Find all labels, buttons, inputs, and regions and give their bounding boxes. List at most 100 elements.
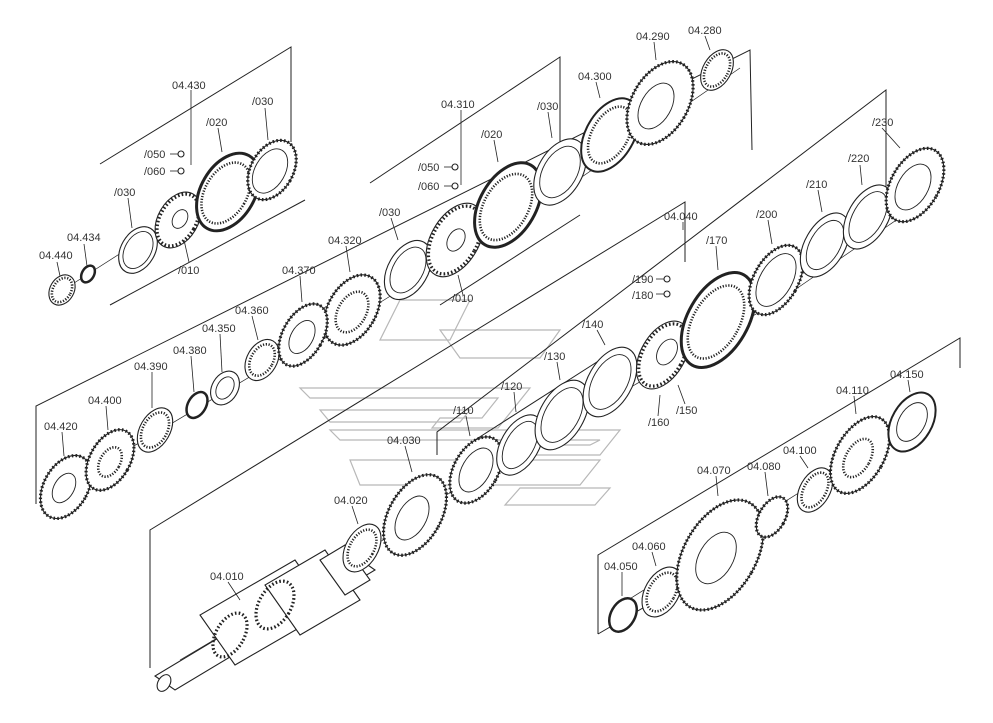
part-04100-bearing	[796, 467, 834, 513]
label-04040-150: /150	[676, 405, 697, 417]
label-04434: 04.434	[67, 232, 101, 244]
label-04310-060: /060	[418, 181, 439, 193]
label-04310-030b: /030	[379, 207, 400, 219]
part-04390-bearing	[136, 407, 174, 453]
part-04370-gear	[277, 302, 329, 368]
label-04020: 04.020	[334, 495, 368, 507]
label-04150: 04.150	[890, 369, 924, 381]
part-04360-bearing	[244, 338, 280, 382]
label-04010: 04.010	[210, 571, 244, 583]
label-04070: 04.070	[697, 465, 731, 477]
part-04280-bearing	[700, 49, 734, 91]
group-outline-lower-left	[149, 201, 686, 668]
group-outline-left	[35, 49, 753, 504]
group-outline-lower-right	[597, 337, 961, 634]
part-04350-spacer	[210, 370, 240, 406]
part-04040-220-ring	[842, 184, 894, 250]
part-04310-030-ring	[383, 239, 433, 301]
label-04390: 04.390	[134, 361, 168, 373]
label-04040-140: /140	[582, 319, 603, 331]
part-04430-030b-ring	[246, 138, 298, 202]
part-04040-200-ring	[747, 243, 805, 317]
group-outline-04040	[436, 88, 887, 455]
group-outline-04310	[369, 56, 561, 184]
part-04040-120-ring	[496, 414, 544, 476]
label-04040-120: /120	[501, 381, 522, 393]
group-outline-04430	[99, 46, 292, 165]
part-04290-gear	[625, 59, 695, 147]
label-04040-110: /110	[453, 405, 474, 417]
part-04040-110-ring	[448, 435, 504, 505]
label-04060: 04.060	[632, 541, 666, 553]
label-04040-190: /190	[632, 274, 653, 286]
part-04310-010-hub	[425, 202, 485, 278]
label-04030: 04.030	[387, 435, 421, 447]
part-04400-gear	[84, 428, 136, 492]
label-04310-010: /010	[452, 293, 473, 305]
label-04430: 04.430	[172, 80, 206, 92]
label-04040-170: /170	[706, 235, 727, 247]
label-04430-030b: /030	[114, 187, 135, 199]
part-04050-ring	[608, 597, 638, 633]
label-04430-060: /060	[144, 166, 165, 178]
part-04434-ring	[79, 264, 97, 284]
part-04440-bearing	[48, 274, 76, 306]
part-04380-ring	[185, 390, 209, 420]
label-04370: 04.370	[282, 265, 316, 277]
label-04400: 04.400	[88, 395, 122, 407]
label-04300: 04.300	[578, 71, 612, 83]
part-04040-150-hub	[635, 320, 691, 390]
part-04040-130-ring	[534, 379, 590, 451]
label-04360: 04.360	[235, 305, 269, 317]
part-04150-bearing	[887, 391, 937, 453]
label-04040-160: /160	[648, 417, 669, 429]
part-04030-gear	[381, 473, 449, 557]
part-labels: 04.430 04.310 04.290 04.280 04.300 04.04…	[39, 25, 924, 583]
label-04100: 04.100	[783, 445, 817, 457]
group-outline-04310-bottom	[439, 214, 581, 306]
label-04430-010: /010	[178, 265, 199, 277]
label-04040-200: /200	[756, 209, 777, 221]
label-04040: 04.040	[664, 211, 698, 223]
part-04020-bearing	[342, 523, 382, 573]
label-04430-020: /020	[206, 117, 227, 129]
label-04040-180: /180	[632, 290, 653, 302]
part-04430-020-sleeve	[195, 151, 261, 233]
part-04070-gear	[675, 498, 765, 612]
part-04040-140-ring	[582, 346, 638, 418]
label-04440: 04.440	[39, 250, 73, 262]
group-outline-04430-bottom	[109, 199, 306, 306]
part-04040-170-sleeve	[679, 271, 757, 369]
label-04290: 04.290	[636, 31, 670, 43]
part-04310-030b-ring	[533, 138, 587, 206]
small-pins	[170, 150, 671, 298]
part-04110-gear	[828, 415, 892, 495]
part-04310-020-sleeve	[473, 161, 543, 249]
part-04040-210-ring	[799, 212, 851, 278]
label-04040-220: /220	[848, 153, 869, 165]
label-04110: 04.110	[836, 385, 869, 397]
label-04040-210: /210	[806, 179, 827, 191]
label-04040-230: /230	[872, 117, 893, 129]
part-04060-bearing	[641, 566, 683, 618]
label-04080: 04.080	[747, 461, 781, 473]
label-04320: 04.320	[328, 235, 362, 247]
leader-lines	[56, 35, 911, 601]
part-04420-gear	[38, 453, 94, 521]
part-04040-230-gear	[884, 146, 946, 224]
label-04350: 04.350	[202, 323, 236, 335]
label-04280: 04.280	[688, 25, 722, 37]
label-04050: 04.050	[604, 561, 638, 573]
label-04430-050: /050	[144, 149, 165, 161]
label-04040-130: /130	[544, 351, 565, 363]
part-04430-010-hub	[154, 191, 202, 249]
part-04320-gear	[322, 273, 382, 347]
label-04380: 04.380	[173, 345, 207, 357]
label-04310-050: /050	[418, 162, 439, 174]
part-04080-gear	[754, 495, 790, 539]
group-outline-04040-bottom	[474, 359, 601, 441]
part-04010-shaft	[153, 544, 377, 692]
label-04310-020: /020	[481, 129, 502, 141]
part-04430-030-ring	[118, 226, 158, 274]
